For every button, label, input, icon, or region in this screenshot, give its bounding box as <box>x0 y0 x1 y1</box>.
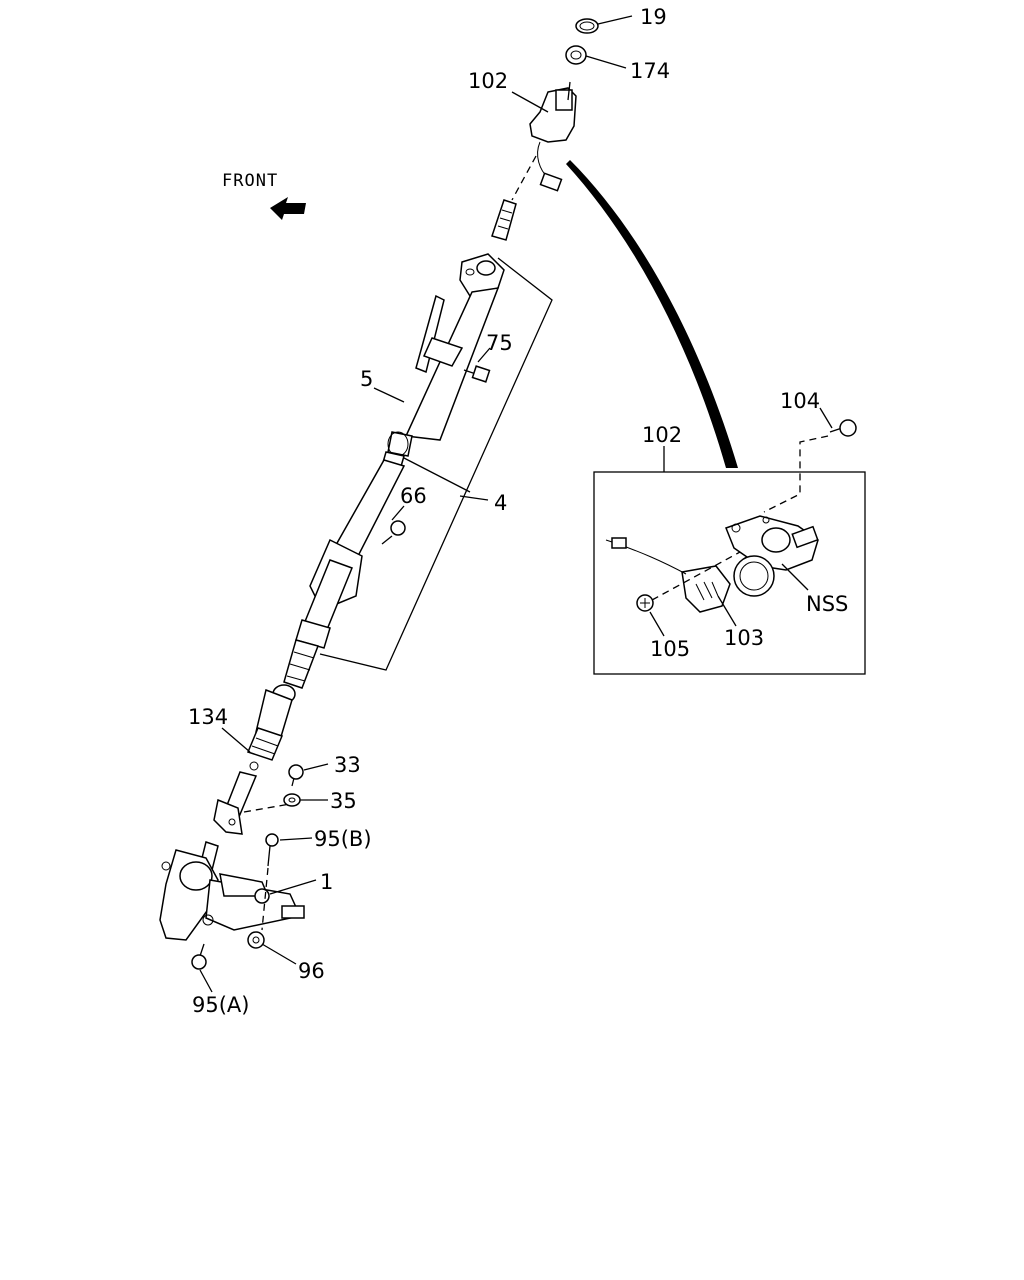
sensor-103 <box>681 565 731 613</box>
bolt-33 <box>288 764 304 787</box>
leader-lines <box>199 15 833 993</box>
callout-1: 1 <box>320 870 333 894</box>
bracket-group-4 <box>319 257 553 671</box>
bushing-174 <box>565 45 587 65</box>
sleeve-nss <box>733 555 775 597</box>
callout-102-top: 102 <box>468 69 508 93</box>
column-assembly-4 <box>283 451 406 689</box>
axis-dashed-95b <box>261 867 269 931</box>
callout-102-inset: 102 <box>642 423 682 447</box>
callout-4: 4 <box>494 491 507 515</box>
steering-gear-box-1 <box>159 841 305 941</box>
bolt-66 <box>381 520 406 545</box>
callout-19: 19 <box>640 5 667 29</box>
axis-dashed-105 <box>651 551 741 601</box>
callout-35: 35 <box>330 789 357 813</box>
detail-pointer-curve <box>566 160 738 468</box>
bolt-95a <box>191 943 207 970</box>
callout-103: 103 <box>724 626 764 650</box>
callout-134: 134 <box>188 705 228 729</box>
callout-105: 105 <box>650 637 690 661</box>
bolt-75 <box>463 365 491 383</box>
callout-5: 5 <box>360 367 373 391</box>
axis-dashed-top <box>511 155 537 201</box>
axis-dashed-35 <box>243 803 291 813</box>
washer-35 <box>283 793 301 807</box>
nut-96 <box>247 931 265 949</box>
bolt-95b <box>265 833 279 867</box>
bolt-104 <box>829 419 857 437</box>
snap-ring-19 <box>575 18 599 34</box>
front-direction-label: FRONT <box>222 171 278 191</box>
callout-104: 104 <box>780 389 820 413</box>
callout-66: 66 <box>400 484 427 508</box>
callout-33: 33 <box>334 753 361 777</box>
screw-105 <box>636 594 654 612</box>
callout-75: 75 <box>486 331 513 355</box>
callout-96: 96 <box>298 959 325 983</box>
callout-95b: 95(B) <box>314 827 372 851</box>
switch-assembly-102 <box>529 81 577 192</box>
intermediate-shaft-134 <box>213 684 296 835</box>
detail-inset-frame <box>593 471 866 675</box>
callout-95a: 95(A) <box>192 993 249 1017</box>
front-arrow-icon <box>270 197 306 220</box>
callout-174: 174 <box>630 59 670 83</box>
upper-shaft-5 <box>387 199 517 457</box>
axis-dashed-104 <box>763 435 829 513</box>
callout-nss: NSS <box>806 592 848 616</box>
sensor-wire <box>605 537 687 575</box>
